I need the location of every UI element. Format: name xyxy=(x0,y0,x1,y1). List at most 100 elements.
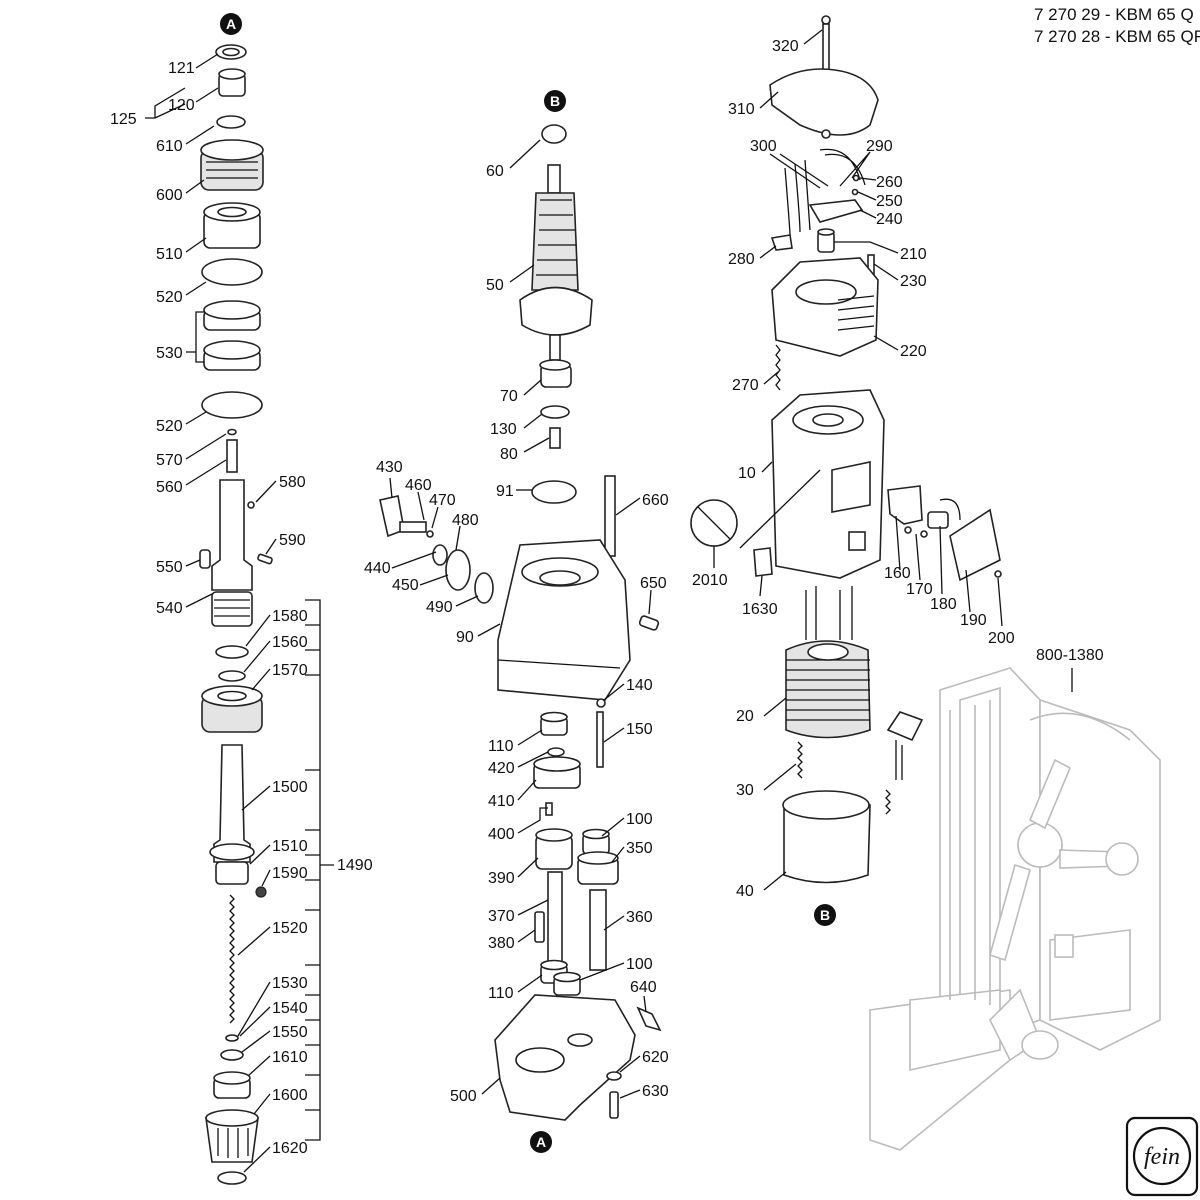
label-110-lower: 110 xyxy=(488,985,514,1002)
label-800-1380: 800-1380 xyxy=(1036,647,1104,664)
model-number-2: 7 270 28 - KBM 65 QF xyxy=(1034,27,1200,46)
label-390: 390 xyxy=(488,870,515,887)
label-500: 500 xyxy=(450,1088,477,1105)
label-1590: 1590 xyxy=(272,865,308,882)
label-300: 300 xyxy=(750,138,777,155)
label-480: 480 xyxy=(452,512,479,529)
label-220: 220 xyxy=(900,343,927,360)
svg-text:A: A xyxy=(536,1134,546,1150)
label-270: 270 xyxy=(732,377,759,394)
svg-text:B: B xyxy=(550,93,560,109)
label-1610: 1610 xyxy=(272,1049,308,1066)
label-50: 50 xyxy=(486,277,504,294)
label-1630: 1630 xyxy=(742,601,778,618)
label-120: 120 xyxy=(168,97,195,114)
label-30: 30 xyxy=(736,782,754,799)
label-170: 170 xyxy=(906,581,933,598)
left-spindle-assembly xyxy=(199,44,273,1185)
label-60: 60 xyxy=(486,163,504,180)
marker-a-top: A xyxy=(220,13,242,35)
label-1620: 1620 xyxy=(272,1140,308,1157)
label-590: 590 xyxy=(279,532,306,549)
label-1520: 1520 xyxy=(272,920,308,937)
label-420: 420 xyxy=(488,760,515,777)
label-1500: 1500 xyxy=(272,779,308,796)
label-100-lower: 100 xyxy=(626,956,653,973)
label-560: 560 xyxy=(156,479,183,496)
label-230: 230 xyxy=(900,273,927,290)
label-90: 90 xyxy=(456,629,474,646)
label-1570: 1570 xyxy=(272,662,308,679)
label-1580: 1580 xyxy=(272,608,308,625)
part-labels: 121 120 125 610 600 510 520 530 520 570 … xyxy=(110,38,1104,1157)
center-motor-gear-assembly xyxy=(379,124,662,1121)
label-570: 570 xyxy=(156,452,183,469)
svg-text:fein: fein xyxy=(1144,1144,1180,1170)
label-91: 91 xyxy=(496,483,514,500)
label-100-upper: 100 xyxy=(626,811,653,828)
label-320: 320 xyxy=(772,38,799,55)
label-410: 410 xyxy=(488,793,515,810)
fein-logo: fein xyxy=(1125,1116,1199,1197)
label-130: 130 xyxy=(490,421,517,438)
label-210: 210 xyxy=(900,246,927,263)
label-350: 350 xyxy=(626,840,653,857)
svg-text:B: B xyxy=(820,907,830,923)
label-620: 620 xyxy=(642,1049,669,1066)
label-630: 630 xyxy=(642,1083,669,1100)
drill-stand-illustration xyxy=(869,667,1161,1151)
label-121: 121 xyxy=(168,60,195,77)
label-530: 530 xyxy=(156,345,183,362)
label-200: 200 xyxy=(988,630,1015,647)
label-600: 600 xyxy=(156,187,183,204)
label-1510: 1510 xyxy=(272,838,308,855)
label-310: 310 xyxy=(728,101,755,118)
label-40: 40 xyxy=(736,883,754,900)
label-2010: 2010 xyxy=(692,572,728,589)
marker-b-bottom: B xyxy=(814,904,836,926)
label-430: 430 xyxy=(376,459,403,476)
label-150: 150 xyxy=(626,721,653,738)
label-1530: 1530 xyxy=(272,975,308,992)
label-370: 370 xyxy=(488,908,515,925)
label-640: 640 xyxy=(630,979,657,996)
label-380: 380 xyxy=(488,935,515,952)
label-360: 360 xyxy=(626,909,653,926)
label-190: 190 xyxy=(960,612,987,629)
label-1490: 1490 xyxy=(337,857,373,874)
label-1540: 1540 xyxy=(272,1000,308,1017)
label-460: 460 xyxy=(405,477,432,494)
label-70: 70 xyxy=(500,388,518,405)
label-660: 660 xyxy=(642,492,669,509)
label-280: 280 xyxy=(728,251,755,268)
label-490: 490 xyxy=(426,599,453,616)
label-290: 290 xyxy=(866,138,893,155)
label-520-lower: 520 xyxy=(156,418,183,435)
label-20: 20 xyxy=(736,708,754,725)
leader-lines xyxy=(145,29,1073,1173)
label-80: 80 xyxy=(500,446,518,463)
label-580: 580 xyxy=(279,474,306,491)
label-110-upper: 110 xyxy=(488,738,514,755)
label-180: 180 xyxy=(930,596,957,613)
marker-b-top: B xyxy=(544,90,566,112)
label-510: 510 xyxy=(156,246,183,263)
label-140: 140 xyxy=(626,677,653,694)
label-260: 260 xyxy=(876,174,903,191)
label-125: 125 xyxy=(110,111,137,128)
label-650: 650 xyxy=(640,575,667,592)
marker-a-bottom: A xyxy=(530,1131,552,1153)
label-400: 400 xyxy=(488,826,515,843)
label-520-upper: 520 xyxy=(156,289,183,306)
label-240: 240 xyxy=(876,211,903,228)
label-450: 450 xyxy=(392,577,419,594)
label-470: 470 xyxy=(429,492,456,509)
label-1560: 1560 xyxy=(272,634,308,651)
label-1600: 1600 xyxy=(272,1087,308,1104)
model-number-1: 7 270 29 - KBM 65 Q xyxy=(1034,5,1194,24)
label-1550: 1550 xyxy=(272,1024,308,1041)
right-housing-assembly xyxy=(690,15,1002,884)
svg-text:A: A xyxy=(226,16,236,32)
